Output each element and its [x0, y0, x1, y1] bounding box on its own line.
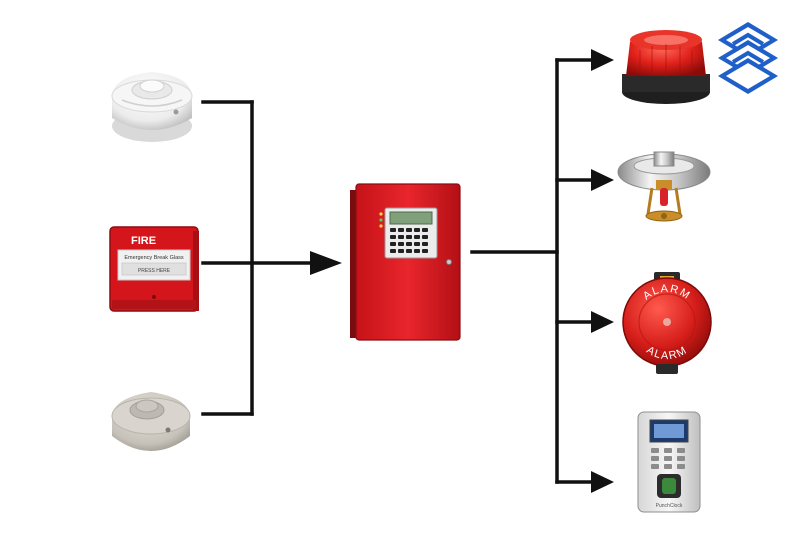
input-connectors	[201, 100, 320, 416]
bell-label-bottom-path: ALARM	[644, 344, 688, 362]
strobe-beacon-icon	[622, 30, 710, 104]
arrow-to-terminal	[591, 471, 614, 493]
output-connectors	[470, 58, 598, 484]
sprinkler-head-icon	[617, 151, 711, 222]
call-point-sublabel: Emergency Break Glass	[124, 255, 184, 261]
terminal-brand: PunchClock	[656, 503, 683, 509]
alarm-bell-icon: ALARM ALARM	[622, 272, 712, 374]
heat-detector-icon	[111, 392, 191, 451]
manual-call-point-icon: FIRE Emergency Break Glass PRESS HERE	[109, 226, 199, 312]
call-point-label: FIRE	[131, 235, 156, 247]
access-control-terminal-icon: PunchClock	[637, 411, 701, 513]
brand-logo-icon	[718, 22, 778, 94]
arrow-to-bell	[591, 311, 614, 333]
terminal-keypad	[651, 448, 685, 469]
arrow-to-beacon	[591, 49, 614, 71]
arrow-to-sprinkler	[591, 169, 614, 191]
bell-label-bottom: ALARM	[644, 344, 689, 362]
fire-alarm-control-panel-icon	[350, 183, 461, 341]
arrow-to-panel	[310, 251, 342, 275]
smoke-detector-icon	[111, 72, 193, 142]
panel-keypad	[390, 228, 428, 253]
call-point-press-text: PRESS HERE	[138, 268, 171, 274]
